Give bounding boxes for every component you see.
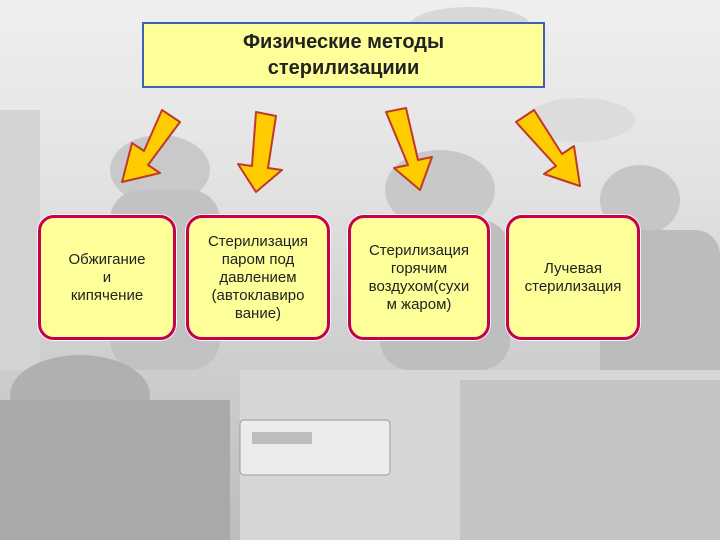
method-card-burning-boiling: Обжигание и кипячение	[38, 215, 176, 340]
method-label-3: Стерилизация горячим воздухом(сухи м жар…	[368, 241, 470, 313]
method-label-4: Лучевая стерилизация	[524, 259, 622, 295]
method-card-dry-heat: Стерилизация горячим воздухом(сухи м жар…	[348, 215, 490, 340]
title-box: Физические методы стерилизациии	[142, 22, 545, 88]
arrow-to-method-4	[515, 109, 581, 187]
method-label-1: Обжигание и кипячение	[68, 250, 146, 304]
arrow-to-method-3	[385, 107, 433, 191]
arrow-to-method-2	[237, 111, 283, 193]
arrow-to-method-1	[121, 109, 181, 183]
title-line-1: Физические методы	[242, 31, 445, 53]
title-line-2: стерилизациии	[267, 57, 420, 79]
method-card-steam-pressure: Стерилизация паром под давлением (автокл…	[186, 215, 330, 340]
method-card-radiation: Лучевая стерилизация	[506, 215, 640, 340]
method-label-2: Стерилизация паром под давлением (автокл…	[207, 232, 309, 322]
